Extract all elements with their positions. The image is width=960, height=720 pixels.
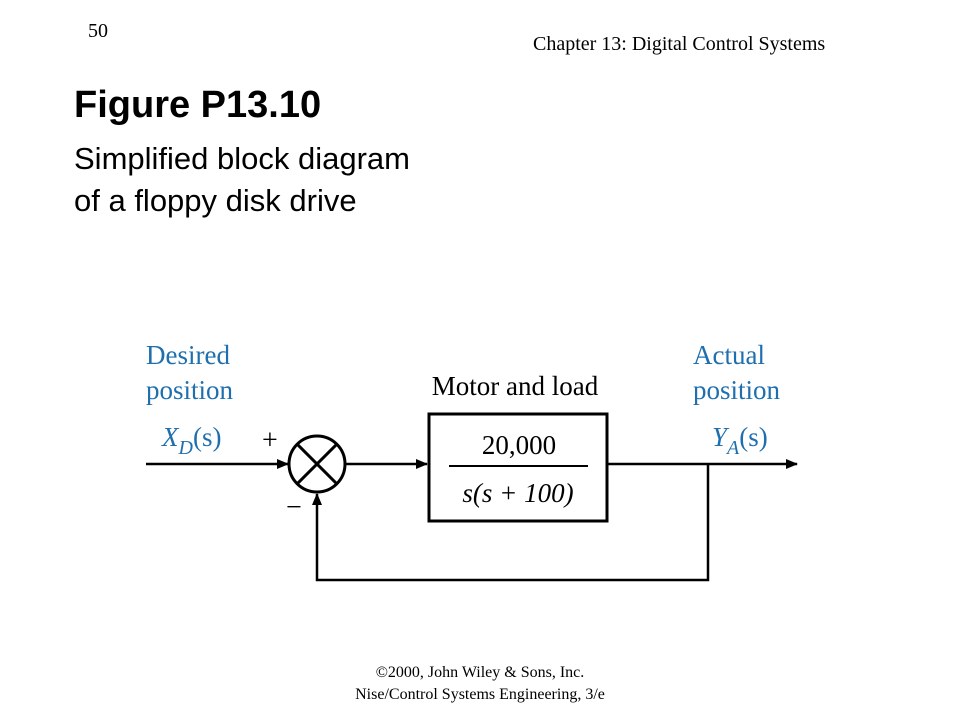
block-numerator: 20,000 [482, 430, 556, 460]
figure-title: Figure P13.10 [74, 84, 322, 126]
input-label-line2: position [146, 375, 234, 405]
feedback-path [312, 464, 710, 582]
book-credit-line: Nise/Control Systems Engineering, 3/e [355, 686, 605, 703]
plus-sign: + [262, 425, 278, 456]
summing-junction [287, 434, 347, 494]
input-signal-label: XD(s) [161, 422, 221, 459]
transfer-function-block [427, 412, 609, 523]
block-title: Motor and load [432, 371, 599, 401]
copyright-line: ©2000, John Wiley & Sons, Inc. [375, 664, 585, 681]
block-denominator: s(s + 100) [462, 478, 573, 508]
minus-sign: − [286, 492, 302, 523]
footer: ©2000, John Wiley & Sons, Inc. Nise/Cont… [0, 662, 960, 706]
output-label-line2: position [693, 375, 781, 405]
output-label-line1: Actual [693, 340, 765, 370]
input-label-line1: Desired [146, 340, 230, 370]
figure-caption: Simplified block diagram of a floppy dis… [74, 141, 410, 218]
chapter-title: Chapter 13: Digital Control Systems [533, 33, 826, 55]
output-signal-label: YA(s) [712, 422, 768, 459]
page-number: 50 [88, 20, 108, 42]
